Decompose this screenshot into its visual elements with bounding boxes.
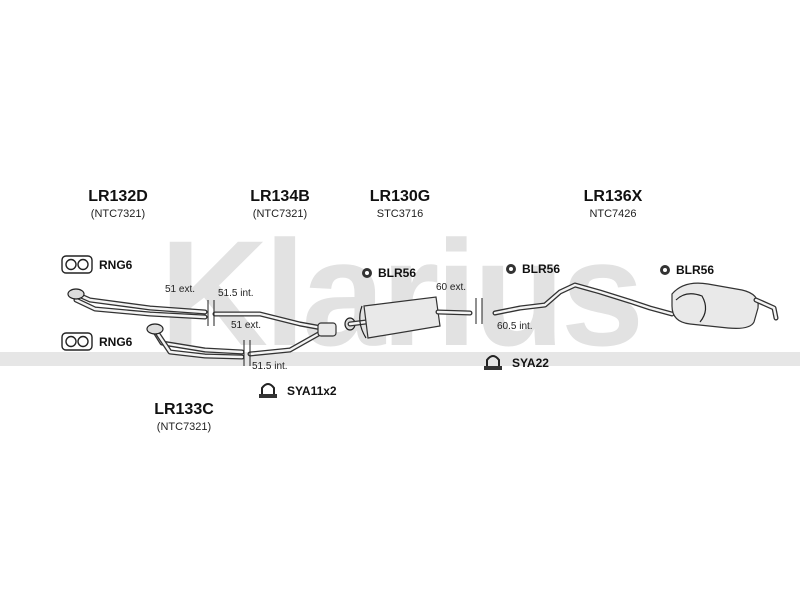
dimension-label: 51 ext. bbox=[231, 320, 261, 331]
blr56-mount-icon-c bbox=[660, 265, 670, 275]
part-code: LR136X bbox=[584, 188, 643, 205]
part-ref: (NTC7321) bbox=[253, 208, 307, 220]
dimension-label: 60 ext. bbox=[436, 282, 466, 293]
joint-marker-front-lower bbox=[243, 340, 251, 366]
rear-silencer-body bbox=[671, 282, 759, 329]
rear-silencer-lr136x bbox=[492, 282, 779, 329]
dimension-label: 51 ext. bbox=[165, 284, 195, 295]
part-label-lr134b: LR134B (NTC7321) bbox=[250, 188, 310, 220]
part-ref: NTC7426 bbox=[589, 208, 636, 220]
blr56-label-b: BLR56 bbox=[522, 262, 560, 276]
blr56-label-c: BLR56 bbox=[676, 263, 714, 277]
rng6-label-bottom: RNG6 bbox=[99, 335, 133, 349]
dimension-label: 51.5 int. bbox=[218, 288, 254, 299]
part-label-lr136x: LR136X NTC7426 bbox=[584, 188, 643, 220]
rng6-gasket-icon-top bbox=[61, 255, 93, 274]
part-code: LR132D bbox=[88, 188, 148, 205]
part-code: LR134B bbox=[250, 188, 310, 205]
dimension-label: 51.5 int. bbox=[252, 361, 288, 372]
joint-marker-rear bbox=[475, 298, 483, 324]
part-ref: STC3716 bbox=[377, 208, 423, 220]
y-pipe-flange bbox=[317, 322, 337, 337]
joint-marker-front-upper bbox=[207, 300, 215, 326]
part-label-lr130g: LR130G STC3716 bbox=[370, 188, 430, 220]
part-ref: (NTC7321) bbox=[157, 421, 211, 433]
y-pipe-lr134b bbox=[212, 311, 337, 357]
blr56-mount-icon-a bbox=[362, 268, 372, 278]
blr56-label-a: BLR56 bbox=[378, 266, 416, 280]
clamp-icon-sya22 bbox=[484, 355, 502, 370]
blr56-mount-icon-b bbox=[506, 264, 516, 274]
part-code: LR130G bbox=[370, 188, 430, 205]
sya11x2-label: SYA11x2 bbox=[287, 384, 337, 398]
front-pipe-lr133c bbox=[146, 323, 245, 360]
dimension-label: 60.5 int. bbox=[497, 321, 533, 332]
part-label-lr133c: LR133C (NTC7321) bbox=[154, 401, 214, 433]
part-label-lr132d: LR132D (NTC7321) bbox=[88, 188, 148, 220]
part-code: LR133C bbox=[154, 401, 214, 418]
centre-silencer-lr130g bbox=[344, 296, 473, 339]
front-pipe-lr132d bbox=[67, 288, 208, 320]
clamp-icon-sya11x2 bbox=[259, 383, 277, 398]
rng6-gasket-icon-bottom bbox=[61, 332, 93, 351]
sya22-label: SYA22 bbox=[512, 356, 549, 370]
rng6-label-top: RNG6 bbox=[99, 258, 133, 272]
centre-silencer-body bbox=[363, 296, 441, 339]
watermark-bar bbox=[0, 352, 800, 366]
part-ref: (NTC7321) bbox=[91, 208, 145, 220]
